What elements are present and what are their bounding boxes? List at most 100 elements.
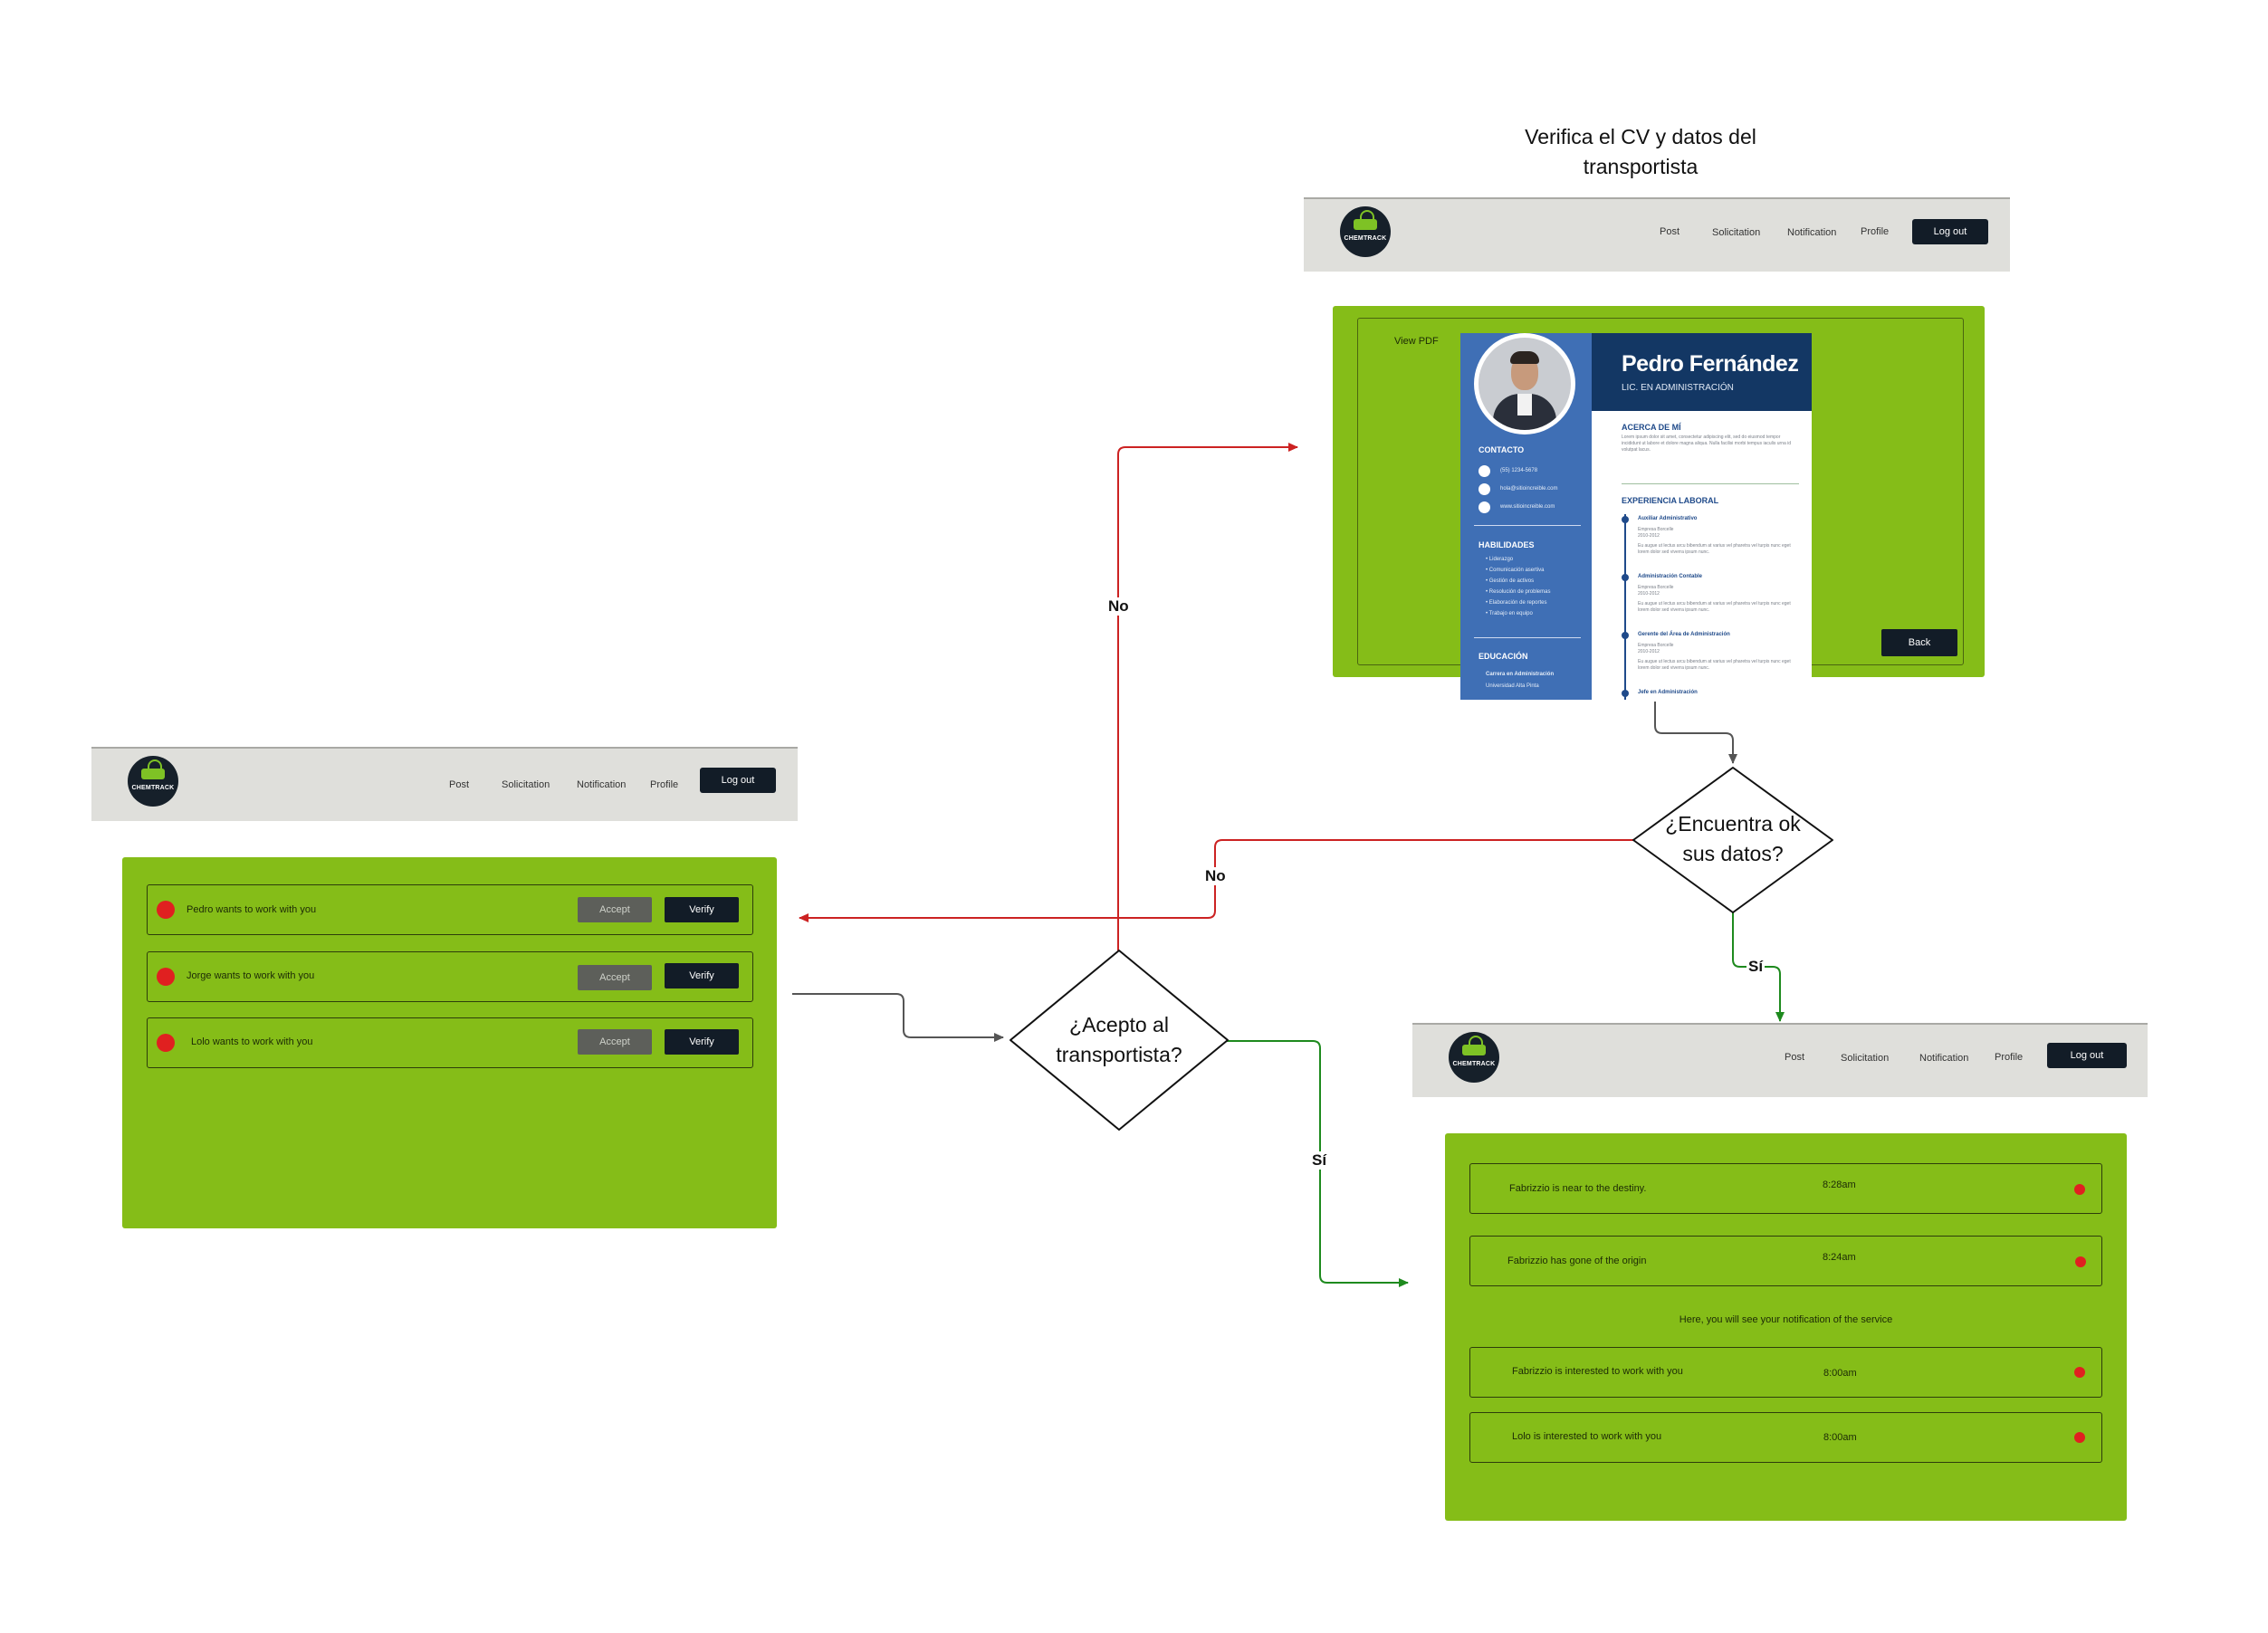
logout-button[interactable]: Log out [1912,219,1988,244]
status-dot [2075,1256,2086,1267]
solicitations-panel: Pedro wants to work with you Accept Veri… [122,857,777,1228]
edge-cv-to-data-decision [1654,702,1737,764]
cv-job-title: Gerente del Área de Administración [1638,632,1730,637]
timeline-dot [1622,516,1629,523]
chemtrack-logo[interactable]: CHEMTRACK [128,756,178,807]
cv-job-company: Empresa Borcelle [1638,643,1674,648]
truck-icon [1354,219,1377,230]
nav-notification[interactable]: Notification [1919,1053,1969,1064]
edge-label-no-top: No [1106,597,1131,616]
accept-decision-diamond [1010,950,1229,1131]
nav-profile[interactable]: Profile [650,779,679,790]
logo-text: CHEMTRACK [1344,235,1387,242]
chemtrack-logo[interactable]: CHEMTRACK [1340,206,1391,257]
cv-job-title: Auxiliar Administrativo [1638,516,1698,521]
status-dot [157,901,175,919]
cv-skills-title: HABILIDADES [1479,540,1535,549]
email-icon [1479,483,1490,495]
solicitation-row: Jorge wants to work with you Accept Veri… [147,951,753,1002]
edge-label-si-right: Sí [1746,958,1766,976]
status-dot [157,968,175,986]
cv-job-years: 2010-2012 [1638,649,1660,654]
notification-row: Lolo is interested to work with you 8:00… [1469,1412,2102,1463]
nav-post[interactable]: Post [1660,226,1680,237]
web-icon [1479,501,1490,513]
timeline-dot [1622,574,1629,581]
notification-time: 8:00am [1823,1432,1857,1443]
edge-accept-no-to-cv [1117,443,1298,950]
cv-job-title: Jefe en Administración [1638,690,1698,695]
nav-notification[interactable]: Notification [1787,227,1837,238]
phone-icon [1479,465,1490,477]
verify-button[interactable]: Verify [665,963,739,988]
back-button[interactable]: Back [1881,629,1957,656]
view-pdf-link[interactable]: View PDF [1394,336,1439,347]
cv-job-desc: Eu augue ut lectus arcu bibendum at vari… [1638,659,1791,671]
cv-job-company: Empresa Borcelle [1638,527,1674,532]
logout-button[interactable]: Log out [2047,1043,2127,1068]
nav-post[interactable]: Post [449,779,470,790]
accept-button[interactable]: Accept [578,1029,652,1055]
nav-solicitation[interactable]: Solicitation [502,779,550,790]
logout-button[interactable]: Log out [700,768,776,793]
solicitation-text: Pedro wants to work with you [187,904,317,915]
accept-button[interactable]: Accept [578,965,652,990]
nav-notification[interactable]: Notification [577,779,627,790]
notification-row: Fabrizzio has gone of the origin 8:24am [1469,1236,2102,1286]
nav-profile[interactable]: Profile [1861,226,1890,237]
verify-button[interactable]: Verify [665,897,739,922]
solicitations-navbar: CHEMTRACK Post Solicitation Notification… [91,747,798,821]
wifi-icon [148,759,162,769]
cv-job-years: 2010-2012 [1638,591,1660,597]
solicitation-text: Lolo wants to work with you [191,1036,313,1047]
nav-solicitation[interactable]: Solicitation [1712,227,1761,238]
notification-text: Fabrizzio is interested to work with you [1512,1366,1683,1377]
cv-skill: • Comunicación asertiva [1486,568,1545,573]
cv-navbar: CHEMTRACK Post Solicitation Notification… [1304,197,2010,272]
truck-icon [1462,1045,1486,1055]
solicitation-row: Pedro wants to work with you Accept Veri… [147,884,753,935]
notification-row: Fabrizzio is interested to work with you… [1469,1347,2102,1398]
edge-label-no-middle: No [1203,867,1228,885]
cv-skill: • Elaboración de reportes [1486,600,1547,606]
notification-text: Fabrizzio has gone of the origin [1507,1256,1647,1266]
accept-decision-label: ¿Acepto al transportista? [1056,1013,1182,1066]
solicitation-row: Lolo wants to work with you Accept Verif… [147,1017,753,1068]
verify-button[interactable]: Verify [665,1029,739,1055]
cv-job-years: 2010-2012 [1638,533,1660,539]
chemtrack-logo[interactable]: CHEMTRACK [1449,1032,1499,1083]
cv-education-degree: Carrera en Administración [1486,672,1555,677]
cv-photo [1474,333,1575,435]
cv-document: Pedro Fernández LIC. EN ADMINISTRACIÓN C… [1460,333,1812,700]
truck-icon [141,769,165,779]
cv-phone: (55) 1234-5678 [1500,468,1538,473]
cv-about-text: Lorem ipsum dolor sit amet, consectetur … [1622,435,1792,453]
cv-web: www.sitioincreible.com [1500,504,1555,510]
notification-time: 8:00am [1823,1368,1857,1379]
notification-row: Fabrizzio is near to the destiny. 8:28am [1469,1163,2102,1214]
nav-solicitation[interactable]: Solicitation [1841,1053,1890,1064]
notification-text: Fabrizzio is near to the destiny. [1509,1183,1647,1194]
cv-name: Pedro Fernández [1622,351,1799,377]
notification-time: 8:28am [1823,1179,1856,1190]
cv-experience-title: EXPERIENCIA LABORAL [1622,496,1719,505]
nav-post[interactable]: Post [1785,1052,1805,1063]
status-dot [157,1034,175,1052]
edge-solicitations-to-accept-decision [792,993,1004,1042]
timeline-dot [1622,632,1629,639]
wifi-icon [1469,1036,1483,1045]
nav-profile[interactable]: Profile [1995,1052,2024,1063]
cv-about-title: ACERCA DE MÍ [1622,423,1681,432]
timeline-dot [1622,690,1629,697]
cv-divider [1622,483,1799,484]
hair-shape [1510,351,1539,364]
edge-label-si-bottom: Sí [1310,1151,1329,1170]
status-dot [2074,1367,2085,1378]
accept-button[interactable]: Accept [578,897,652,922]
notification-text: Lolo is interested to work with you [1512,1431,1662,1442]
notifications-navbar: CHEMTRACK Post Solicitation Notification… [1412,1023,2148,1097]
data-ok-decision-label: ¿Encuentra ok sus datos? [1665,812,1801,865]
notifications-panel: Fabrizzio is near to the destiny. 8:28am… [1445,1133,2127,1521]
solicitation-text: Jorge wants to work with you [187,970,315,981]
